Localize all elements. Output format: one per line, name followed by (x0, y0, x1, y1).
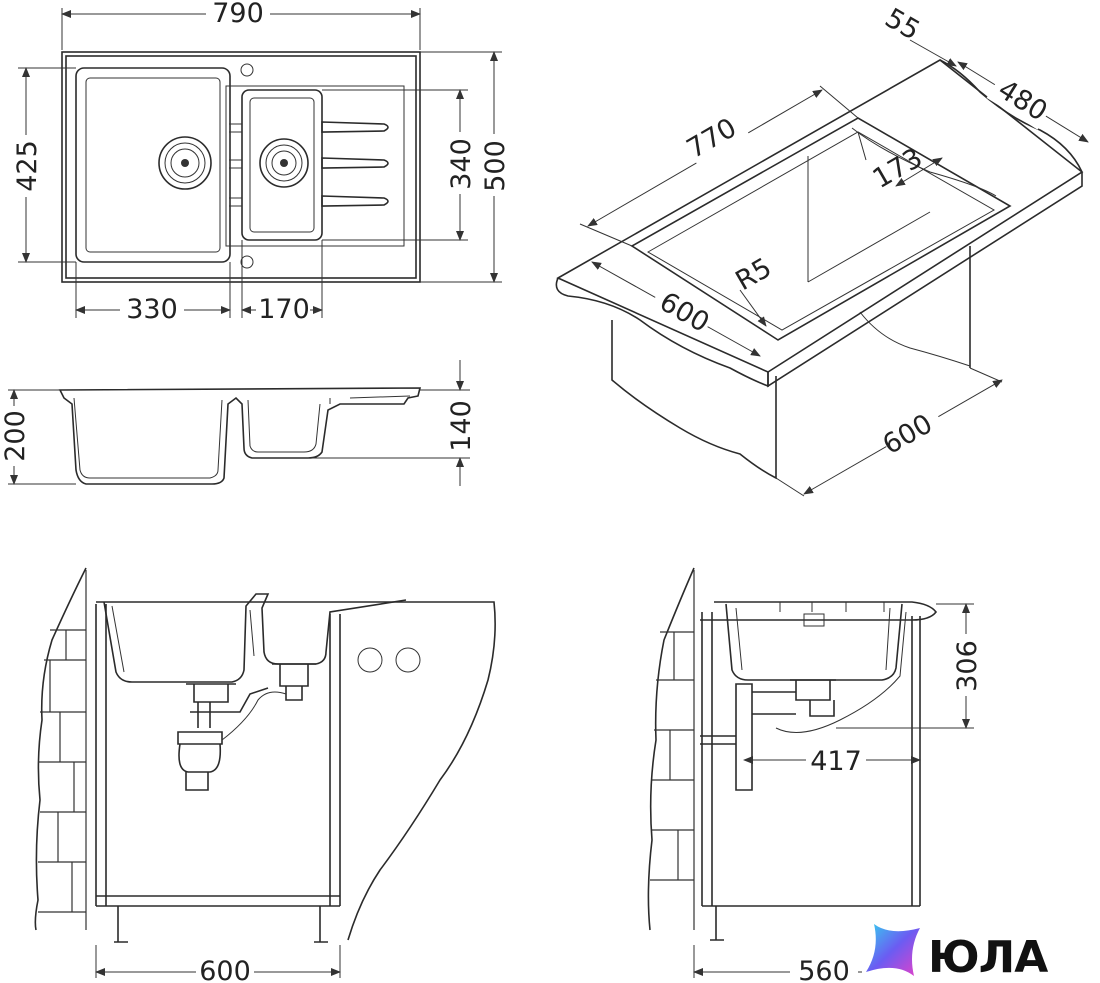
top-view: 790 425 340 500 330 170 (12, 0, 511, 325)
dim-425: 425 (12, 140, 43, 192)
brand-logo-icon (866, 924, 920, 976)
dim-r5: R5 (730, 252, 777, 297)
dim-600-front: 600 (199, 956, 251, 983)
front-install-view: 600 (34, 567, 496, 983)
section-view: 200 140 (0, 360, 477, 486)
dim-330: 330 (126, 294, 178, 325)
dim-500: 500 (480, 140, 511, 192)
dim-173: 173 (868, 142, 928, 195)
brand-name: ЮЛА (928, 932, 1048, 983)
small-drain-icon (259, 138, 309, 188)
main-drain-icon (158, 136, 212, 190)
dim-170: 170 (258, 294, 310, 325)
dim-306: 306 (952, 640, 983, 692)
dim-340: 340 (446, 138, 477, 190)
dim-417: 417 (810, 746, 862, 777)
dim-140: 140 (446, 400, 477, 452)
brand-logo: ЮЛА (862, 918, 1100, 983)
dim-560: 560 (798, 956, 850, 983)
side-install-view: 306 417 560 (647, 567, 983, 983)
dim-55: 55 (880, 3, 925, 47)
dim-200: 200 (0, 410, 31, 462)
isometric-view: 770 55 480 173 R5 600 600 (555, 3, 1089, 497)
dim-790: 790 (212, 0, 264, 29)
